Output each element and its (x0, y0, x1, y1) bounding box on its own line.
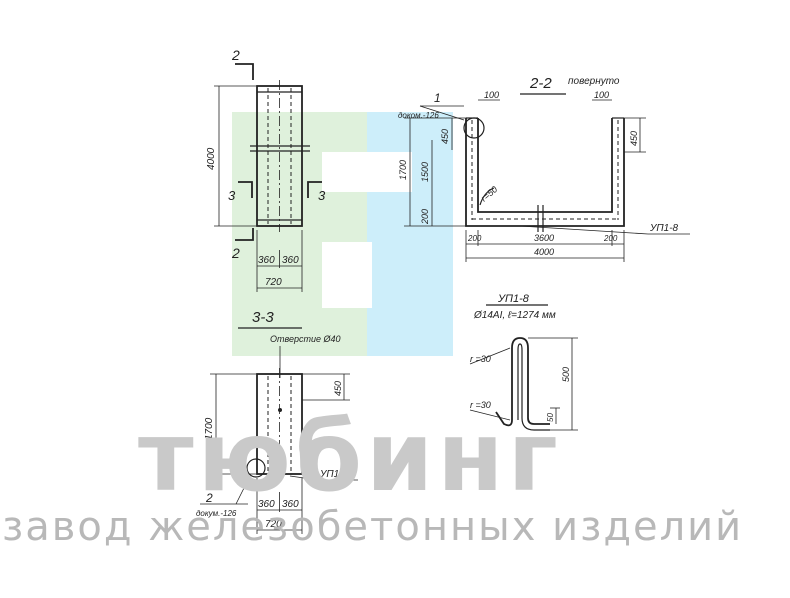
section-3-3-title: 3-3 (252, 309, 274, 326)
dim-top-right: 100 (594, 90, 609, 100)
dim-1700: 1700 (398, 160, 408, 180)
dim-1500: 1500 (420, 162, 430, 182)
dim-elevation-w-left: 360 (258, 255, 275, 266)
detail-r2: r =30 (470, 400, 491, 410)
elevation-view: 2 2 3 3 4000 360 360 720 (206, 47, 326, 292)
dim-200-left: 200 (420, 209, 430, 225)
callout-2-doc: докум.-126 (196, 509, 237, 518)
section-2-2-note: повернуто (568, 76, 620, 87)
dim-3-3-w-total: 720 (265, 519, 282, 530)
hole-note: Отверстие Ø40 (270, 334, 341, 344)
detail-r1: r =30 (470, 354, 491, 364)
dim-bottom-3600: 3600 (534, 233, 554, 243)
watermark-logo (232, 112, 453, 356)
label-up1-8-top: УП1-8 (649, 223, 679, 234)
dim-top-left: 100 (484, 90, 499, 100)
callout-2-number: 2 (205, 491, 213, 505)
section-mark-3-left: 3 (228, 188, 236, 203)
section-2-2-title: 2-2 (529, 75, 552, 92)
dim-bottom-4000: 4000 (534, 247, 554, 257)
dim-radius: r=50 (479, 184, 499, 203)
dim-bottom-200-left: 200 (467, 234, 482, 243)
dim-3-3-height: 1700 (204, 417, 215, 440)
dim-3-3-w-left: 360 (258, 499, 275, 510)
section-mark-2-top: 2 (231, 47, 240, 63)
dim-450-left: 450 (440, 129, 450, 144)
section-3-3-view: 3-3 Отверстие Ø40 1700 450 2 докум.-126 … (196, 309, 358, 534)
watermark-tagline: завод железобетонных изделий (2, 504, 743, 550)
section-mark-3-right: 3 (318, 188, 326, 203)
detail-title: УП1-8 (497, 293, 530, 305)
callout-1-doc: доком.-126 (398, 111, 439, 120)
label-up1-8-bottom: УП1-8 (319, 469, 349, 480)
dim-elevation-w-right: 360 (282, 255, 299, 266)
section-mark-2-bottom: 2 (231, 245, 240, 261)
dim-elevation-w-total: 720 (265, 277, 282, 288)
detail-up1-8: УП1-8 Ø14AI, ℓ=1274 мм r =30 r =30 500 5… (469, 293, 578, 431)
dim-elevation-height: 4000 (206, 147, 217, 170)
dim-450-right: 450 (629, 131, 639, 146)
detail-spec: Ø14AI, ℓ=1274 мм (473, 310, 556, 321)
dim-3-3-450: 450 (333, 381, 343, 396)
watermark-brand: тюбинг (138, 401, 562, 513)
callout-1-number: 1 (434, 91, 441, 105)
detail-h50: 50 (546, 413, 555, 422)
section-2-2-view: 2-2 повернуто r=50 1 доком.-126 100 100 … (398, 75, 690, 262)
dim-3-3-w-right: 360 (282, 499, 299, 510)
detail-h500: 500 (561, 367, 571, 382)
dim-bottom-200-right: 200 (603, 234, 618, 243)
